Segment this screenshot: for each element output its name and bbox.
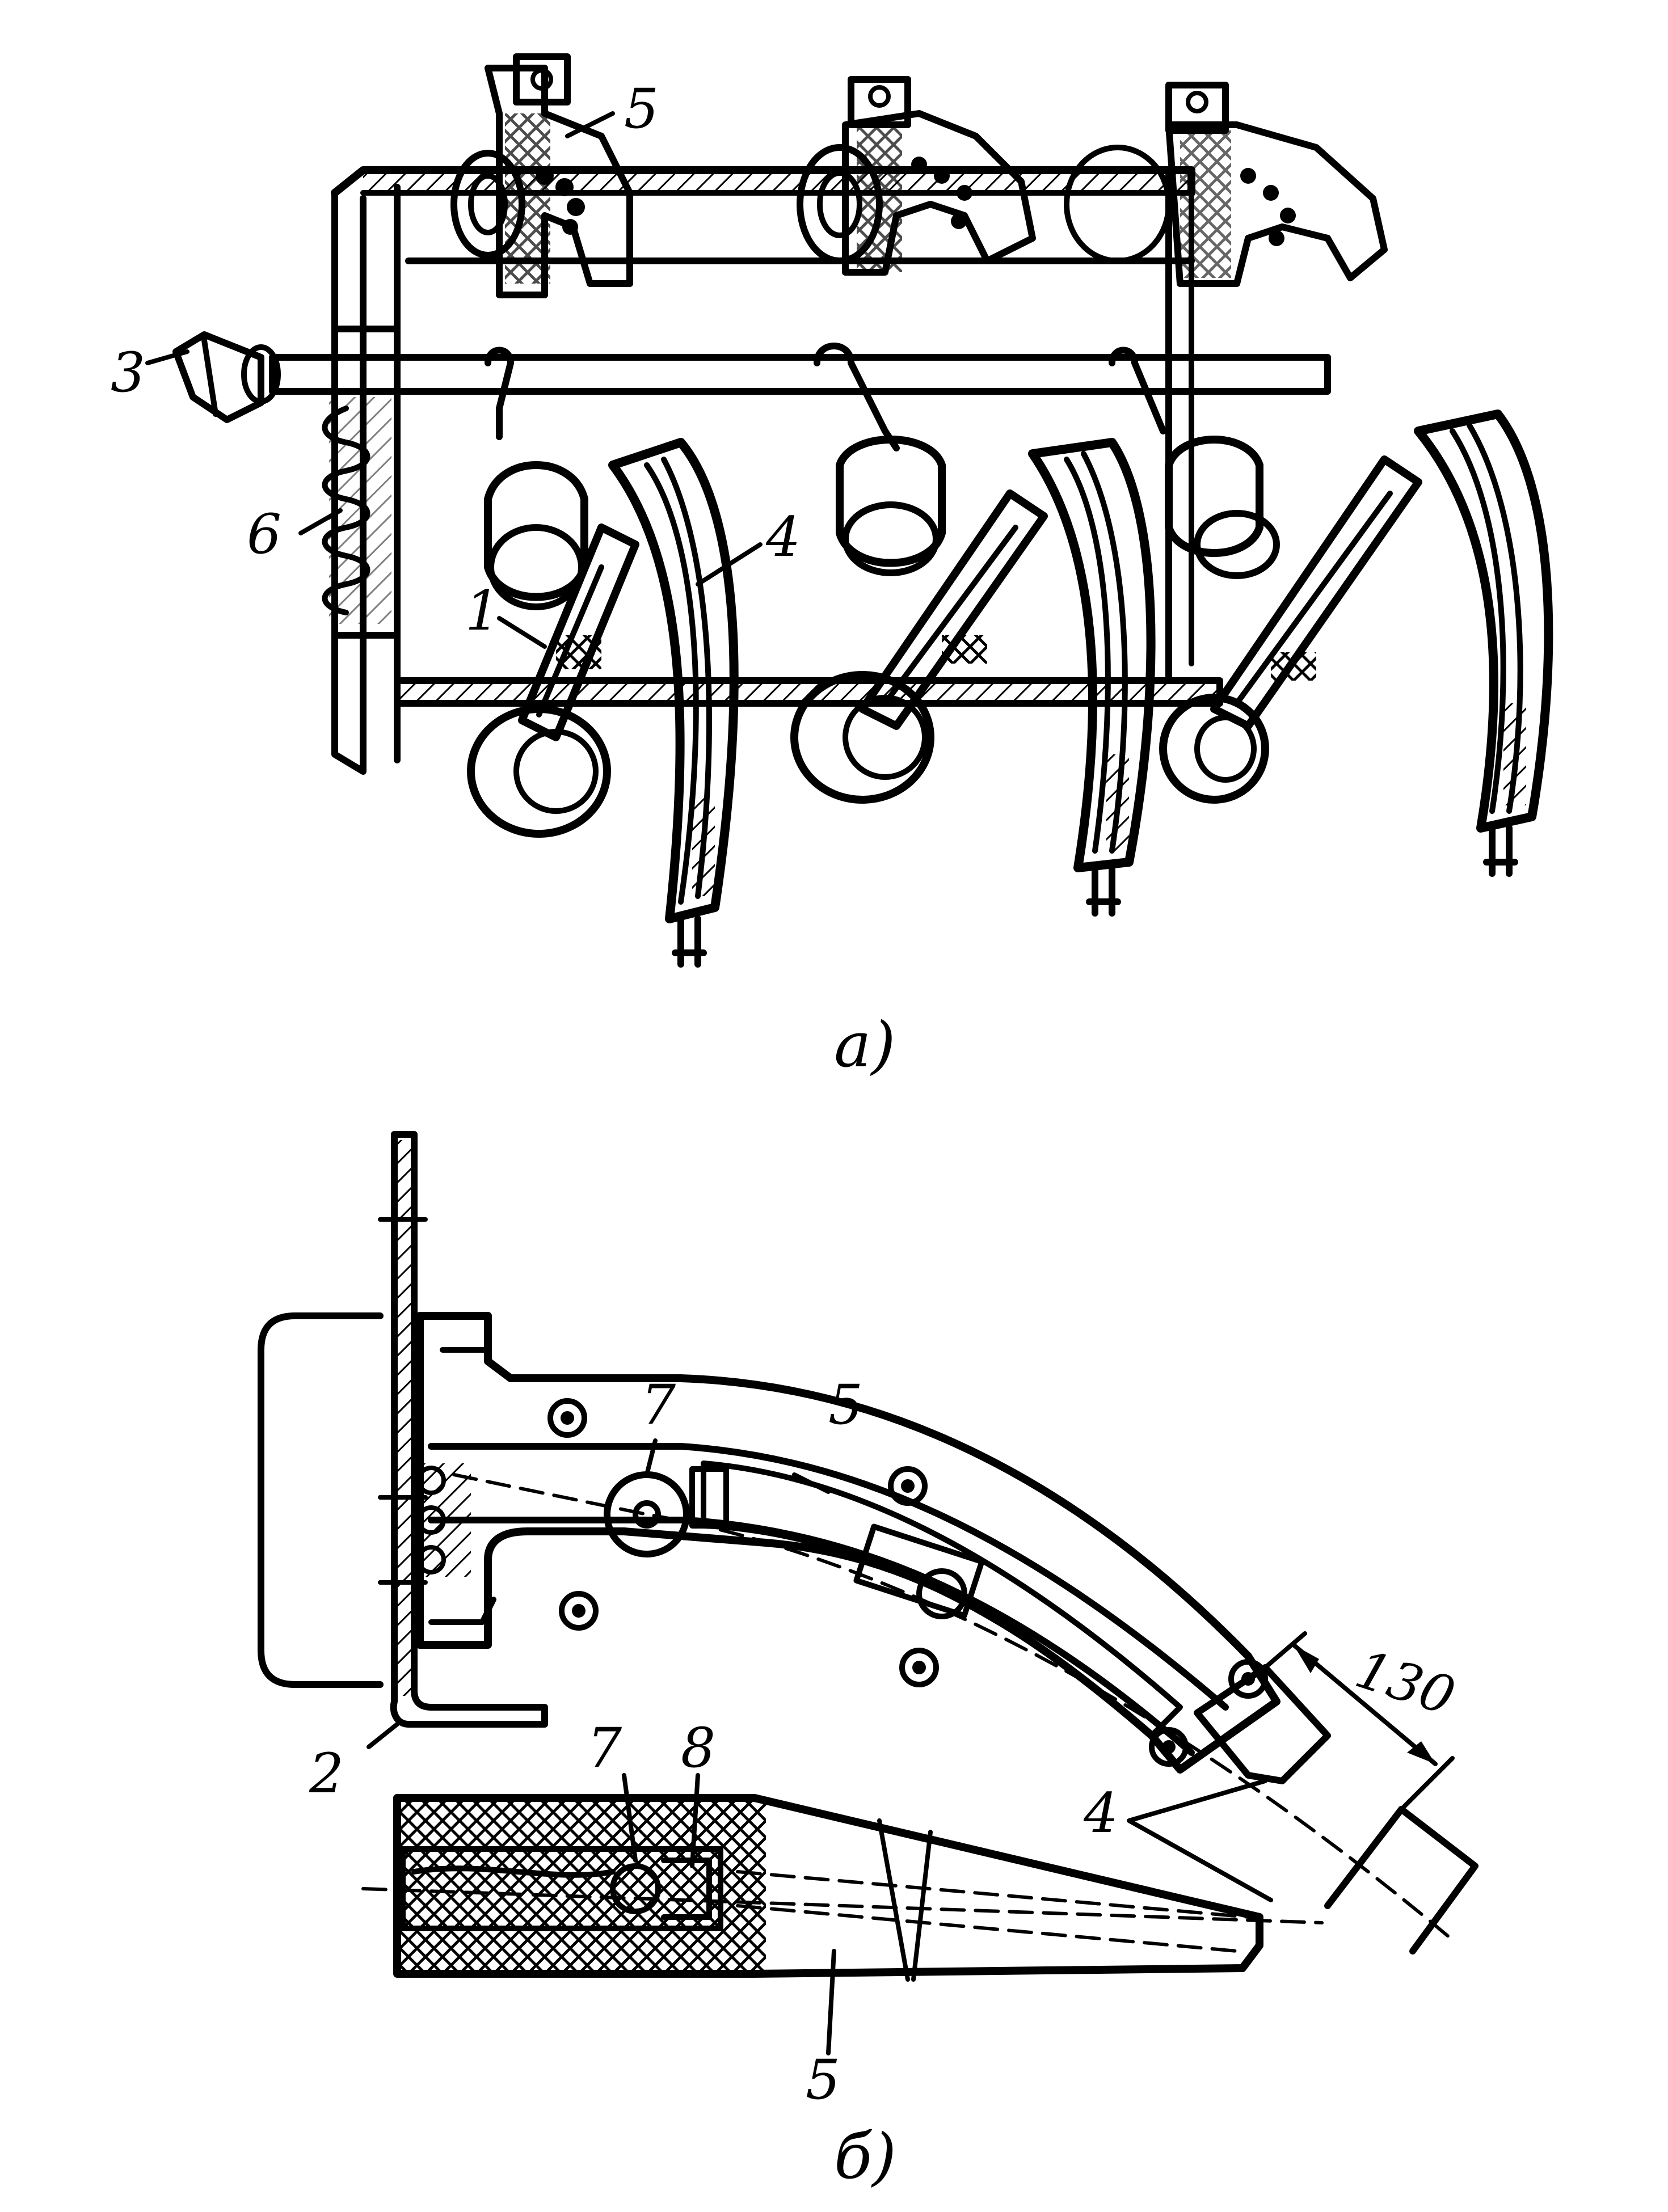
fixed-contact-2 [797,76,1036,276]
figure-a-drawing: 5 3 6 1 4 [111,53,1553,968]
callout-5-bottom: 5 [806,2048,840,2112]
operating-shaft [172,331,1331,451]
callout-leaders-b [367,1438,1273,2055]
fixed-contact-1 [450,53,633,298]
callout-7-bottom: 7 [587,1716,622,1780]
callout-3: 3 [111,341,145,404]
callout-5-top: 5 [828,1373,863,1437]
phase-2-blade [790,436,1156,917]
rivets [547,1398,1268,1767]
figure-a-caption: а) [834,1008,896,1081]
figure-b-drawing: 7 5 2 7 8 4 5 130 [258,1131,1479,2112]
dimension-130: 130 [1349,1639,1462,1727]
callout-4: 4 [1083,1782,1118,1845]
phase-3-blade [1159,410,1553,877]
callout-4: 4 [765,505,801,569]
callout-1: 1 [465,579,500,643]
phase-1-blade [467,438,739,968]
callout-5: 5 [624,77,659,141]
mounting-frame [331,166,1223,775]
return-spring [322,326,401,639]
callout-6: 6 [247,503,281,566]
fixed-contact-3 [1064,82,1388,287]
contact-roller [604,1471,690,1557]
callout-7-top: 7 [641,1373,676,1437]
callout-leaders-a [145,111,763,649]
callout-2: 2 [309,1742,344,1805]
mounting-angle [378,1131,548,1728]
callout-8: 8 [681,1716,715,1780]
moving-blade-section [361,1794,1324,1982]
figure-b-caption: б) [834,2120,896,2193]
